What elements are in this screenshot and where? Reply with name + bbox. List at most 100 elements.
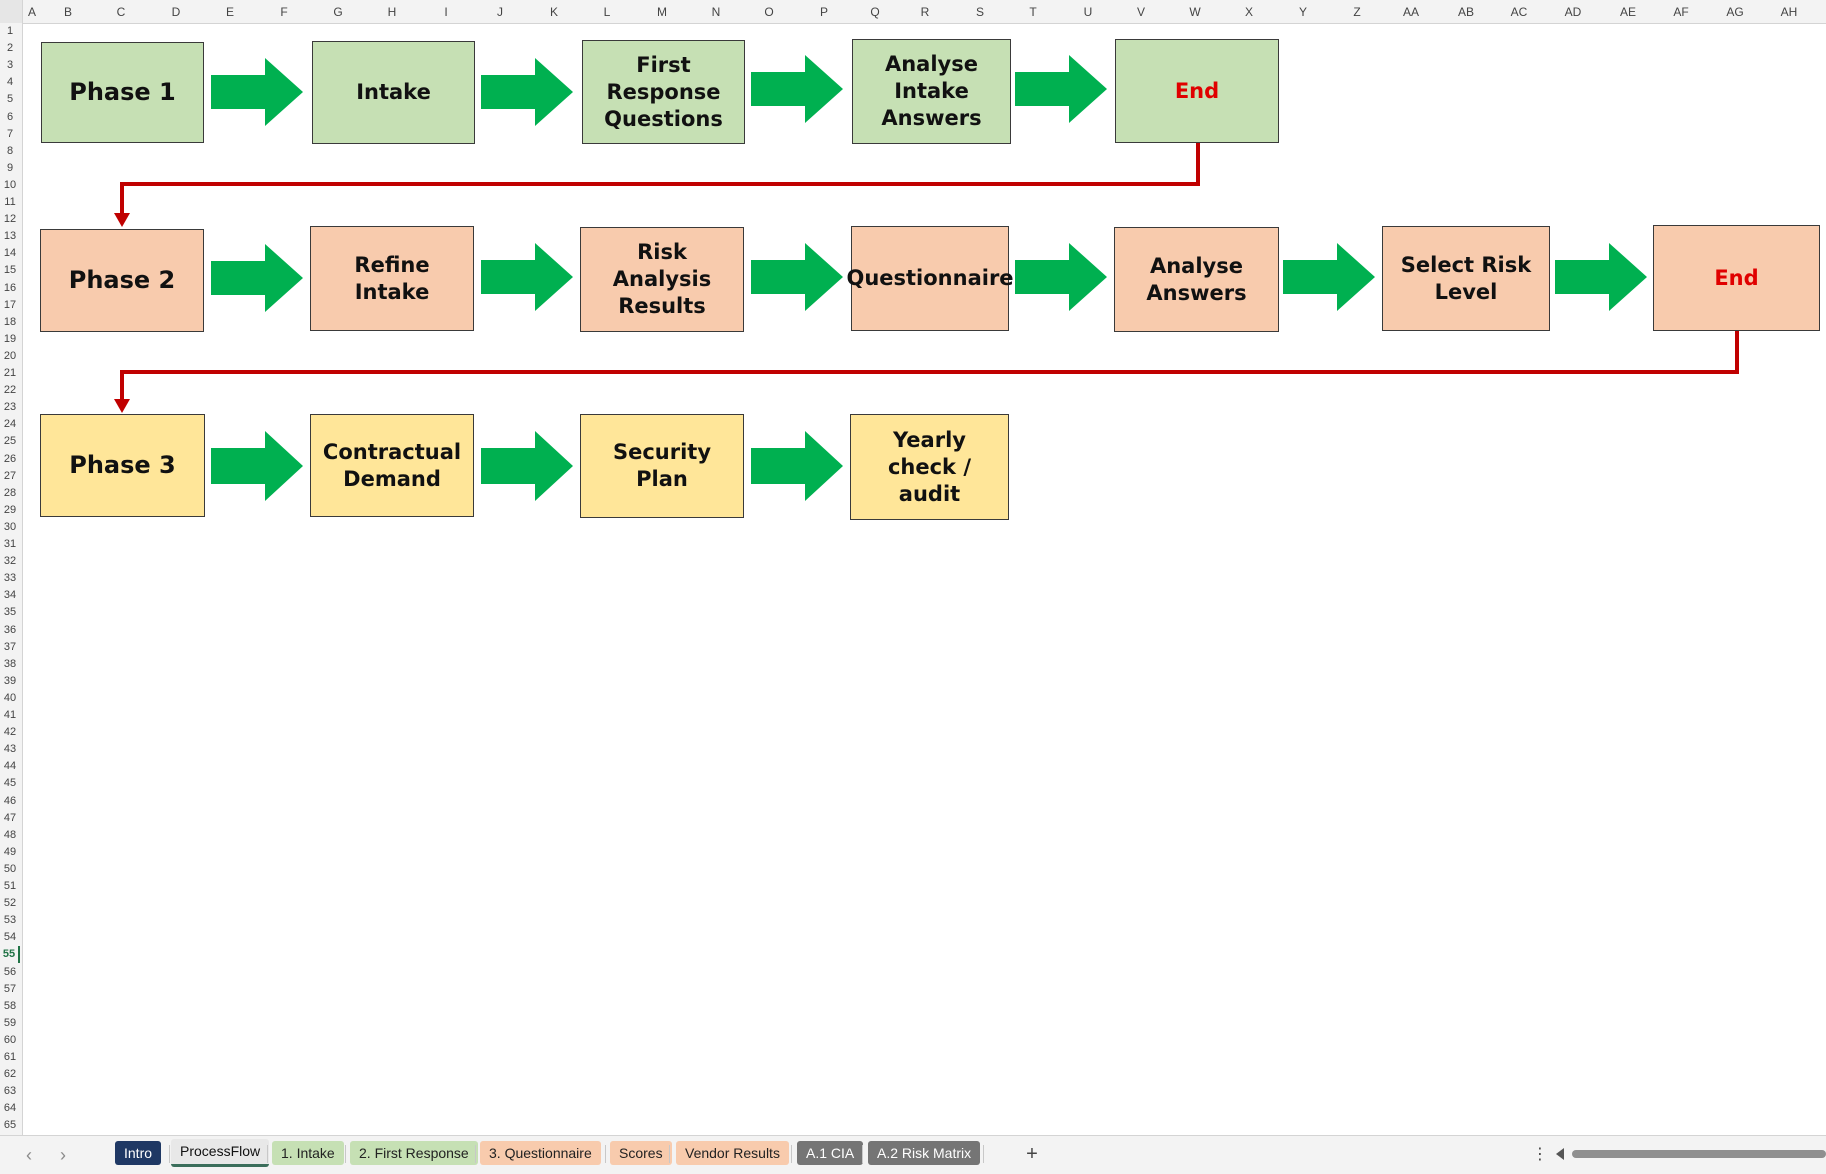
more-vertical-icon[interactable]: ⋮ — [1532, 1146, 1548, 1163]
row-header[interactable]: 49 — [3, 846, 17, 858]
column-header[interactable]: A — [27, 5, 37, 19]
row-header[interactable]: 36 — [3, 624, 17, 636]
row-header[interactable]: 13 — [3, 230, 17, 242]
row-header[interactable]: 48 — [3, 829, 17, 841]
row-header[interactable]: 56 — [3, 966, 17, 978]
column-header[interactable]: D — [171, 5, 181, 19]
column-header[interactable]: Z — [1353, 5, 1361, 19]
row-header[interactable]: 35 — [3, 606, 17, 618]
sheet-tab-questionnaire[interactable]: 3. Questionnaire — [480, 1141, 601, 1165]
column-header[interactable]: AE — [1619, 5, 1637, 19]
phase1-step-analyse-intake[interactable]: Analyse Intake Answers — [852, 39, 1011, 144]
sheet-tab-intake[interactable]: 1. Intake — [272, 1141, 344, 1165]
column-header[interactable]: Y — [1298, 5, 1308, 19]
column-header[interactable]: AB — [1457, 5, 1475, 19]
row-header[interactable]: 52 — [3, 897, 17, 909]
column-header[interactable]: AA — [1402, 5, 1420, 19]
row-header[interactable]: 61 — [3, 1051, 17, 1063]
column-header[interactable]: E — [225, 5, 235, 19]
row-header[interactable]: 23 — [3, 401, 17, 413]
row-header[interactable]: 65 — [3, 1119, 17, 1131]
phase1-step-intake[interactable]: Intake — [312, 41, 475, 144]
row-header[interactable]: 63 — [3, 1085, 17, 1097]
sheet-tab-scores[interactable]: Scores — [610, 1141, 672, 1165]
row-header[interactable]: 44 — [3, 760, 17, 772]
column-header[interactable]: R — [920, 5, 930, 19]
row-header[interactable]: 17 — [3, 299, 17, 311]
sheet-tab-first-response[interactable]: 2. First Response — [350, 1141, 478, 1165]
phase2-step-risk-analysis[interactable]: Risk Analysis Results — [580, 227, 744, 332]
row-header[interactable]: 25 — [3, 435, 17, 447]
column-header[interactable]: V — [1136, 5, 1146, 19]
row-header[interactable]: 3 — [6, 59, 14, 71]
plus-icon[interactable]: + — [1026, 1143, 1038, 1165]
row-header[interactable]: 33 — [3, 572, 17, 584]
column-header[interactable]: I — [444, 5, 448, 19]
horizontal-scrollbar-thumb[interactable] — [1572, 1150, 1826, 1158]
row-header[interactable]: 53 — [3, 914, 17, 926]
row-header[interactable]: 19 — [3, 333, 17, 345]
column-header[interactable]: T — [1029, 5, 1037, 19]
column-header[interactable]: L — [603, 5, 611, 19]
column-header[interactable]: W — [1189, 5, 1201, 19]
phase2-step-questionnaire[interactable]: Questionnaire — [846, 226, 1014, 331]
column-header[interactable]: AD — [1564, 5, 1582, 19]
row-header[interactable]: 10 — [3, 179, 17, 191]
row-header[interactable]: 55 — [0, 946, 20, 963]
column-header[interactable]: AH — [1780, 5, 1798, 19]
row-header[interactable]: 6 — [6, 111, 14, 123]
column-header[interactable]: K — [549, 5, 559, 19]
row-header[interactable]: 58 — [3, 1000, 17, 1012]
column-header[interactable]: H — [387, 5, 397, 19]
column-header[interactable]: O — [764, 5, 774, 19]
column-header[interactable]: J — [497, 5, 503, 19]
row-header[interactable]: 16 — [3, 282, 17, 294]
phase2-step-refine-intake[interactable]: Refine Intake — [310, 226, 474, 331]
sheet-tab-intro[interactable]: Intro — [115, 1141, 162, 1165]
row-header[interactable]: 31 — [3, 538, 17, 550]
row-header[interactable]: 22 — [3, 384, 17, 396]
sheet-tab-processflow[interactable]: ProcessFlow — [171, 1139, 270, 1167]
row-header[interactable]: 9 — [6, 162, 14, 174]
row-header[interactable]: 27 — [3, 470, 17, 482]
row-header[interactable]: 26 — [3, 453, 17, 465]
column-header[interactable]: G — [333, 5, 343, 19]
column-header[interactable]: C — [116, 5, 126, 19]
row-header[interactable]: 15 — [3, 264, 17, 276]
row-header[interactable]: 8 — [6, 145, 14, 157]
row-header[interactable]: 59 — [3, 1017, 17, 1029]
row-header[interactable]: 5 — [6, 93, 14, 105]
sheet-tab-a2-risk-matrix[interactable]: A.2 Risk Matrix — [868, 1141, 981, 1165]
row-header[interactable]: 29 — [3, 504, 17, 516]
row-header[interactable]: 30 — [3, 521, 17, 533]
column-header[interactable]: B — [63, 5, 73, 19]
sheet-tab-vendor-results[interactable]: Vendor Results — [676, 1141, 789, 1165]
column-header[interactable]: P — [819, 5, 829, 19]
phase1-step-first-response[interactable]: First Response Questions — [582, 40, 745, 144]
column-header[interactable]: M — [657, 5, 667, 19]
row-header[interactable]: 12 — [3, 213, 17, 225]
row-header[interactable]: 50 — [3, 863, 17, 875]
row-header[interactable]: 60 — [3, 1034, 17, 1046]
row-header[interactable]: 1 — [6, 25, 14, 37]
row-header[interactable]: 51 — [3, 880, 17, 892]
column-header[interactable]: AC — [1510, 5, 1528, 19]
row-header[interactable]: 42 — [3, 726, 17, 738]
row-header[interactable]: 37 — [3, 641, 17, 653]
row-header[interactable]: 46 — [3, 795, 17, 807]
row-header[interactable]: 47 — [3, 812, 17, 824]
row-header[interactable]: 40 — [3, 692, 17, 704]
row-header[interactable]: 34 — [3, 589, 17, 601]
row-header[interactable]: 38 — [3, 658, 17, 670]
row-header[interactable]: 41 — [3, 709, 17, 721]
phase1-title-box[interactable]: Phase 1 — [41, 42, 204, 143]
row-header[interactable]: 11 — [4, 196, 16, 208]
phase1-end-box[interactable]: End — [1115, 39, 1279, 143]
row-header[interactable]: 2 — [6, 42, 14, 54]
phase2-end-box[interactable]: End — [1653, 225, 1820, 331]
row-header[interactable]: 39 — [3, 675, 17, 687]
phase3-title-box[interactable]: Phase 3 — [40, 414, 205, 517]
row-header[interactable]: 21 — [3, 367, 17, 379]
phase2-step-analyse-answers[interactable]: Analyse Answers — [1114, 227, 1279, 332]
column-header[interactable]: AF — [1673, 5, 1689, 19]
